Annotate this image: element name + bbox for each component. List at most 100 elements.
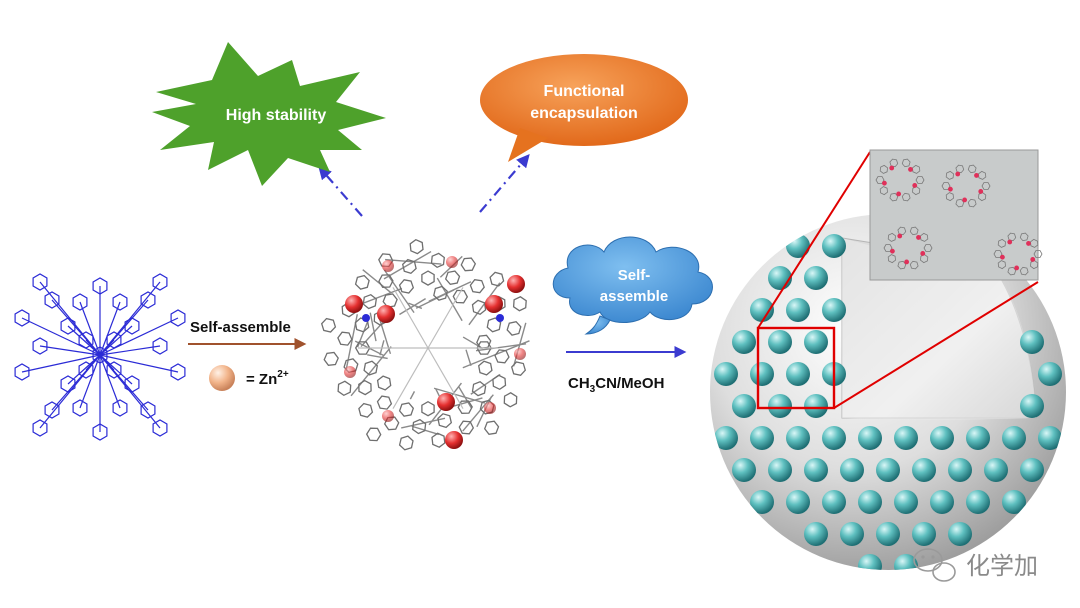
zoom-inset	[870, 150, 1042, 280]
inset-zinc	[948, 187, 953, 192]
sphere-cage-ball	[894, 426, 918, 450]
inset-zinc	[1014, 266, 1019, 271]
sphere-cage-ball	[948, 458, 972, 482]
cage-bond	[399, 299, 425, 315]
sphere-cage-ball	[876, 522, 900, 546]
inset-zinc	[955, 172, 960, 177]
cage-ring	[400, 280, 414, 293]
cloud-label-line2: assemble	[600, 288, 668, 305]
cage-bond	[370, 313, 376, 341]
sphere-cage-ball	[786, 362, 810, 386]
cage-ring	[446, 271, 460, 284]
cage-ring	[490, 272, 504, 286]
cage-ring	[485, 421, 499, 434]
cage-ring	[364, 361, 377, 375]
sphere-cage-ball	[930, 490, 954, 514]
cage-ring	[359, 404, 373, 418]
sphere-cage-ball	[840, 458, 864, 482]
cage-ring	[359, 381, 371, 395]
sphere-cage-ball	[966, 490, 990, 514]
sphere-cage-ball	[822, 298, 846, 322]
cage-ring	[400, 436, 413, 450]
cage-zinc-atom	[382, 410, 394, 422]
sphere-cage-ball	[1002, 426, 1026, 450]
cage-ring	[493, 375, 506, 389]
solvent-label: CH3CN/MeOH	[568, 375, 664, 395]
cage-zinc-atom	[484, 402, 496, 414]
encapsulation-label-line1: Functional	[544, 83, 625, 100]
sphere-cage-ball	[786, 490, 810, 514]
inset-zinc	[896, 192, 901, 197]
inset-zinc	[889, 166, 894, 171]
cage-zinc-atom	[507, 275, 525, 293]
sphere-cage-ball	[804, 394, 828, 418]
cage-ring	[461, 258, 475, 271]
cage-zinc-atom	[445, 431, 463, 449]
sphere-cage-ball	[984, 458, 1008, 482]
cage-ring	[422, 402, 434, 416]
cage-ring	[410, 240, 423, 254]
inset-zinc	[912, 183, 917, 188]
cage-spoke	[393, 348, 428, 409]
zinc-legend: = Zn2+	[246, 369, 289, 388]
sphere-cage-ball	[786, 426, 810, 450]
sphere-cage-ball	[768, 394, 792, 418]
sphere-cage-ball	[1038, 362, 1062, 386]
sphere-cage-ball	[930, 426, 954, 450]
cage-ring	[470, 280, 484, 293]
cage-spoke	[393, 287, 428, 348]
inset-zinc	[890, 249, 895, 254]
inset-zinc	[882, 181, 887, 186]
zinc-legend-prefix: = Zn	[246, 371, 277, 388]
cage-zinc-atom	[382, 260, 394, 272]
sphere-cage-ball	[966, 426, 990, 450]
inset-zinc	[1000, 255, 1005, 260]
solvent-ch: CH	[568, 375, 590, 392]
inset-zinc	[904, 260, 909, 265]
inset-zinc	[916, 235, 921, 240]
sphere-cage-ball	[804, 330, 828, 354]
cage-ring	[512, 362, 526, 375]
cage-ring	[356, 276, 370, 290]
sphere-cage-ball	[822, 426, 846, 450]
cage-zinc-atom	[345, 295, 363, 313]
sphere-cage-ball	[732, 394, 756, 418]
zinc-ion-ball	[209, 365, 235, 391]
cage-ring	[432, 253, 445, 267]
sphere-cage-ball	[1038, 426, 1062, 450]
molecular-cage	[322, 240, 530, 450]
sphere-cage-ball	[948, 522, 972, 546]
inset-zinc	[1030, 257, 1035, 262]
sphere-cage-ball	[750, 426, 774, 450]
cage-bond	[466, 350, 471, 366]
sphere-cage-ball	[1020, 330, 1044, 354]
sphere-cage-ball	[804, 266, 828, 290]
sphere-cage-ball	[768, 458, 792, 482]
cage-ring	[400, 403, 414, 416]
sphere-cage-ball	[876, 458, 900, 482]
cage-ring	[367, 428, 381, 440]
sphere-cage-ball	[1002, 490, 1026, 514]
sphere-cage-ball	[804, 458, 828, 482]
high-stability-label: High stability	[226, 107, 327, 124]
sphere-cage-ball	[822, 234, 846, 258]
sphere-cage-ball	[768, 266, 792, 290]
sphere-cage-ball	[894, 490, 918, 514]
inset-zinc	[908, 167, 913, 172]
cage-nitrogen	[362, 314, 370, 322]
inset-zinc	[920, 251, 925, 256]
self-assemble-cloud	[553, 237, 712, 334]
inset-zinc	[897, 234, 902, 239]
inset-zinc	[974, 173, 979, 178]
cage-ring	[504, 393, 516, 407]
cage-ring	[379, 275, 393, 287]
cage-nitrogen	[496, 314, 504, 322]
cage-zinc-atom	[446, 256, 458, 268]
sphere-cage-ball	[858, 426, 882, 450]
sphere-cage-ball	[786, 234, 810, 258]
cage-ring	[507, 322, 521, 335]
self-assemble-label: Self-assemble	[190, 319, 291, 336]
solvent-rest: CN/MeOH	[595, 375, 664, 392]
sphere-cage-ball	[1020, 458, 1044, 482]
